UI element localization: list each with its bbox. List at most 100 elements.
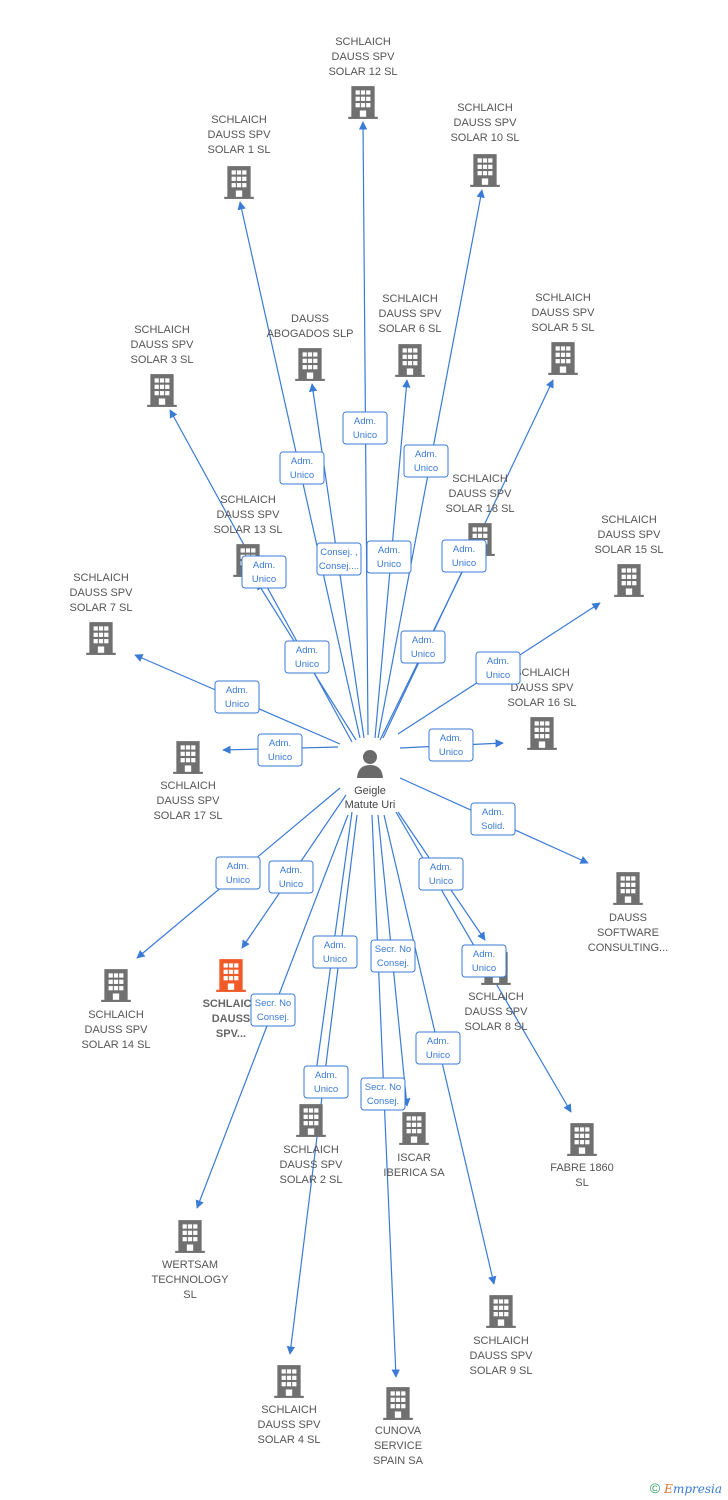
- role-badge-text: Consej.: [257, 1012, 289, 1023]
- role-badge-text: Adm.: [427, 1036, 449, 1047]
- company-label-line: DAUSS SPV: [454, 117, 518, 129]
- role-badge-text: Secr. No: [375, 944, 411, 955]
- company-label-line: DAUSS SPV: [449, 488, 513, 500]
- role-badge-solar15[interactable]: Adm. Unico: [475, 651, 521, 685]
- role-badge-text: Unico: [377, 559, 401, 570]
- role-badge-text: Unico: [268, 752, 292, 763]
- role-badge-text: Unico: [225, 699, 249, 710]
- role-badge-wertsam[interactable]: Secr. No Consej.: [250, 993, 296, 1027]
- company-label-line: TECHNOLOGY: [151, 1274, 229, 1286]
- building-icon: [173, 741, 203, 774]
- company-label-line: SCHLAICH: [134, 324, 190, 336]
- role-badge-software[interactable]: Adm.Solid.: [470, 802, 516, 836]
- role-badge-text: Unico: [411, 649, 435, 660]
- role-badge-text: Unico: [279, 879, 303, 890]
- role-badge-solar4[interactable]: Adm.Unico: [303, 1065, 349, 1099]
- role-badge-text: Adm.: [415, 449, 437, 460]
- role-badge-text: Unico: [314, 1084, 338, 1095]
- role-badge-text: Consej. ,: [320, 547, 358, 558]
- company-label-line: SOLAR 13 SL: [213, 524, 282, 536]
- role-badge-solar10[interactable]: Adm.Unico: [403, 444, 449, 478]
- role-badge-solar17[interactable]: Adm.Unico: [257, 733, 303, 767]
- company-label-line: SOLAR 4 SL: [258, 1434, 321, 1446]
- role-badge-solar9[interactable]: Adm.Unico: [415, 1031, 461, 1065]
- role-badge-text: Adm.: [280, 865, 302, 876]
- role-badge-solar13[interactable]: Adm.Unico: [284, 640, 330, 674]
- company-label-line: DAUSS SPV: [470, 1350, 534, 1362]
- role-badge-text: Unico: [353, 430, 377, 441]
- role-badge-text: Secr. No: [255, 998, 291, 1009]
- role-badge-text: Unico: [439, 747, 463, 758]
- role-badge-abogados[interactable]: Consej. ,Consej....: [316, 542, 362, 576]
- role-badge-solar2[interactable]: Adm.Unico: [312, 935, 358, 969]
- role-badge-text: Adm.: [412, 635, 434, 646]
- role-badge-spvhl[interactable]: Adm. Unico: [268, 860, 314, 894]
- center-person[interactable]: Geigle Matute Uri: [345, 750, 396, 811]
- role-badge-solar3[interactable]: Adm.Unico: [241, 555, 287, 589]
- role-badge-text: Consej.: [377, 958, 409, 969]
- brand-logo-rest: mpresia: [672, 1482, 722, 1496]
- role-badge-solar6[interactable]: Adm.Unico: [366, 540, 412, 574]
- company-label-line: DAUSS SPV: [280, 1159, 344, 1171]
- company-label-line: ABOGADOS SLP: [267, 328, 354, 340]
- role-badge-solar16[interactable]: Adm. Unico: [428, 728, 474, 762]
- role-badge-fabre[interactable]: Adm.Unico: [461, 944, 507, 978]
- role-badge-solar1[interactable]: Adm.Unico: [279, 451, 325, 485]
- building-icon: [295, 348, 325, 381]
- company-node-software[interactable]: DAUSSSOFTWARECONSULTING...: [588, 872, 668, 954]
- role-badge-iscar[interactable]: Secr. No Consej.: [370, 939, 416, 973]
- company-label-line: DAUSS SPV: [532, 307, 596, 319]
- company-label-line: SOLAR 7 SL: [70, 602, 133, 614]
- role-badge-solar5[interactable]: Adm.Unico: [441, 539, 487, 573]
- role-badge-solar18[interactable]: Adm. Unico: [400, 630, 446, 664]
- company-label-line: SOLAR 12 SL: [328, 66, 397, 78]
- company-label-line: SCHLAICH: [73, 572, 129, 584]
- role-badge-text: Unico: [472, 963, 496, 974]
- role-badge-text: Unico: [323, 954, 347, 965]
- role-badge-solar14[interactable]: Adm.Unico: [215, 856, 261, 890]
- role-badge-solar8[interactable]: Adm.Unico: [418, 857, 464, 891]
- role-badge-solar7[interactable]: Adm.Unico: [214, 680, 260, 714]
- role-badge-text: Adm.: [227, 861, 249, 872]
- company-label-line: CONSULTING...: [588, 942, 668, 954]
- company-label-line: SCHLAICH: [535, 292, 591, 304]
- company-label-line: SCHLAICH: [261, 1404, 317, 1416]
- company-label-line: DAUSS SPV: [208, 129, 272, 141]
- company-label-line: SOLAR 14 SL: [81, 1039, 150, 1051]
- company-label-line: SCHLAICH: [601, 514, 657, 526]
- company-node-spvhl[interactable]: SCHLAICHDAUSSSPV...: [203, 959, 260, 1040]
- role-badge-text: Adm.: [487, 656, 509, 667]
- role-badge-solar12[interactable]: Adm.Unico: [342, 411, 388, 445]
- company-label-line: SCHLAICH: [452, 473, 508, 485]
- role-badge-text: Unico: [486, 670, 510, 681]
- role-badge-text: Adm.: [440, 733, 462, 744]
- company-label-line: SOLAR 1 SL: [208, 144, 271, 156]
- building-icon: [147, 374, 177, 407]
- company-label-line: SCHLAICH: [220, 494, 276, 506]
